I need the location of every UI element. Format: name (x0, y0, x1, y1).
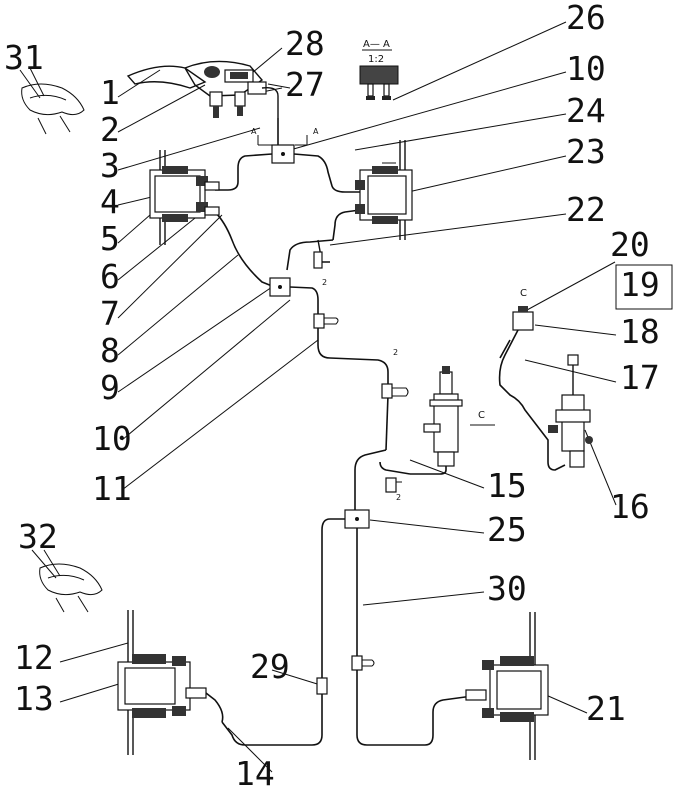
master-cylinder-center: C (410, 366, 495, 475)
callout-numbers: 31 32 1 2 3 4 5 6 7 8 9 10 11 28 27 26 1… (4, 0, 660, 793)
callout-10-left: 10 (92, 419, 132, 458)
section-c-mid: C (478, 410, 485, 421)
caliper-rear-left (117, 610, 224, 755)
rear-master-cylinder: C (498, 288, 593, 471)
callout-29: 29 (250, 647, 290, 686)
section-scale: 1:2 (368, 54, 384, 65)
callout-1: 1 (100, 73, 120, 112)
svg-text:2: 2 (322, 278, 327, 287)
caliper-front-right (355, 140, 413, 240)
svg-text:2: 2 (393, 348, 398, 357)
callout-19: 19 (620, 265, 660, 304)
callout-14: 14 (235, 754, 275, 793)
callout-21: 21 (586, 689, 626, 728)
brake-lever-assembly (126, 60, 291, 118)
section-c-top: C (520, 288, 527, 299)
callout-16: 16 (610, 487, 650, 526)
section-arrows-a: A A (251, 127, 319, 146)
callout-3: 3 (100, 146, 120, 185)
section-a-right: A (313, 127, 319, 136)
icon-31-sketch (19, 67, 85, 135)
callout-32: 32 (18, 517, 58, 556)
callout-10-right: 10 (566, 49, 606, 88)
callout-18: 18 (620, 312, 660, 351)
caliper-rear-right (465, 612, 549, 760)
callout-12: 12 (14, 638, 54, 677)
caliper-front-left (149, 150, 220, 245)
callout-2: 2 (100, 110, 120, 149)
callout-8: 8 (100, 331, 120, 370)
callout-25: 25 (487, 510, 527, 549)
callout-5: 5 (100, 219, 120, 258)
callout-20: 20 (610, 225, 650, 264)
callout-28: 28 (285, 24, 325, 63)
callout-6: 6 (100, 257, 120, 296)
middle-brake-lines: 2 (221, 449, 481, 746)
callout-23: 23 (566, 132, 606, 171)
callout-30: 30 (487, 569, 527, 608)
callout-7: 7 (100, 294, 120, 333)
callout-17: 17 (620, 358, 660, 397)
callout-11: 11 (92, 469, 132, 508)
callout-4: 4 (100, 182, 120, 221)
callout-24: 24 (566, 91, 606, 130)
section-title: A— A (363, 39, 390, 50)
callout-22: 22 (566, 190, 606, 229)
callout-13: 13 (14, 679, 54, 718)
callout-31: 31 (4, 38, 44, 77)
section-view-a-a: A— A 1:2 (359, 39, 399, 100)
icon-32-sketch (31, 549, 103, 613)
upper-brake-lines: 2 2 (214, 118, 409, 451)
callout-19-box (615, 264, 673, 310)
callout-15: 15 (487, 466, 527, 505)
callout-9: 9 (100, 368, 120, 407)
callout-26: 26 (566, 0, 606, 37)
section-a-left: A (251, 127, 257, 136)
svg-text:2: 2 (396, 493, 401, 502)
callout-27: 27 (285, 65, 325, 104)
